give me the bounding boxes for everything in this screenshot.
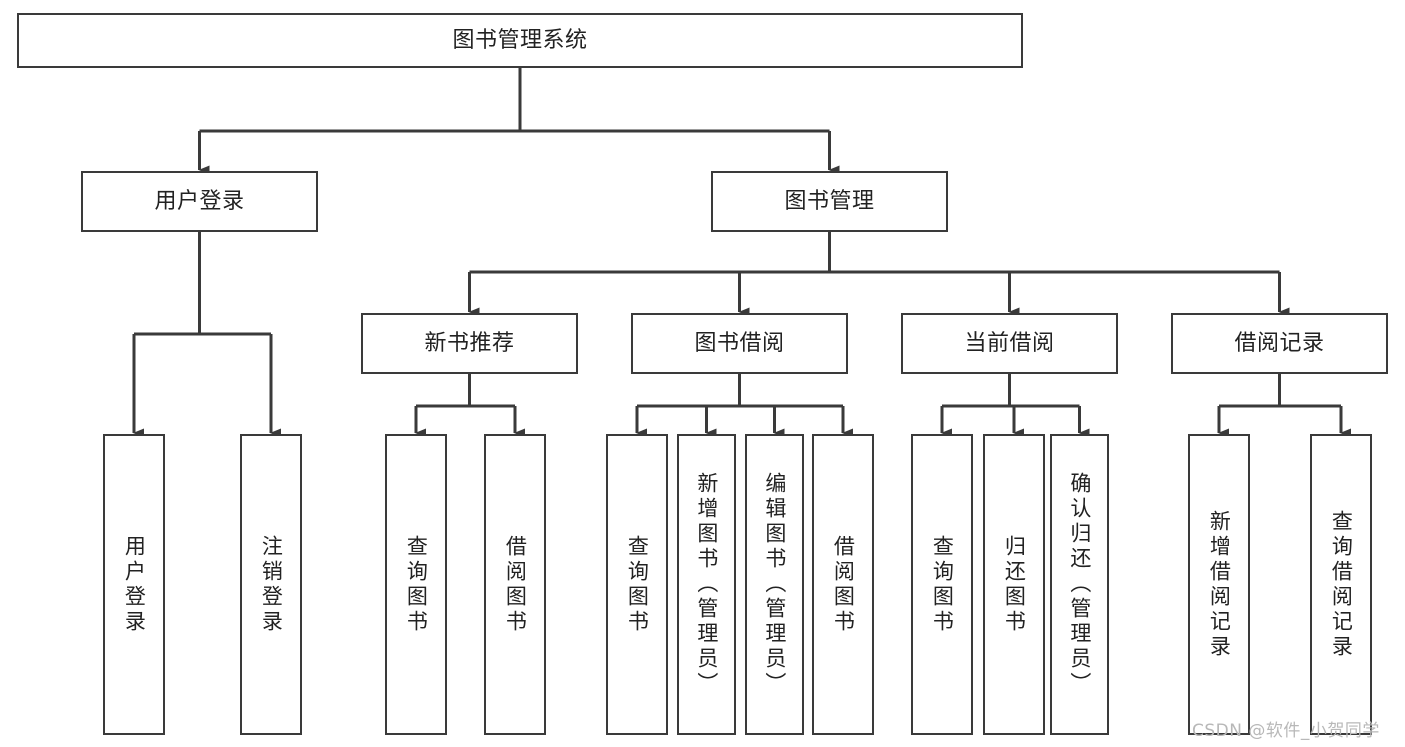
node-label: 新增借阅记录 — [1207, 509, 1232, 660]
node-label: 注销登录 — [259, 534, 284, 635]
node-label: 当前借阅 — [964, 330, 1055, 356]
node-leaf-query-record[interactable]: 查询借阅记录 — [1310, 434, 1372, 735]
node-book-borrow[interactable]: 图书借阅 — [631, 313, 848, 374]
node-borrow-record[interactable]: 借阅记录 — [1171, 313, 1388, 374]
node-root-system[interactable]: 图书管理系统 — [17, 13, 1023, 68]
node-label: 查询图书 — [930, 534, 955, 635]
node-label: 查询借阅记录 — [1329, 509, 1354, 660]
node-label: 图书管理 — [784, 188, 875, 214]
node-label: 用户登录 — [122, 534, 147, 635]
node-leaf-borrow-book-a[interactable]: 借阅图书 — [484, 434, 546, 735]
node-leaf-user-login[interactable]: 用户登录 — [103, 434, 165, 735]
node-label: 查询图书 — [625, 534, 650, 635]
node-leaf-logout-login[interactable]: 注销登录 — [240, 434, 302, 735]
node-label: 图书管理系统 — [452, 27, 588, 53]
node-label: 借阅记录 — [1234, 330, 1325, 356]
node-leaf-query-book-b[interactable]: 查询图书 — [606, 434, 668, 735]
node-label: 查询图书 — [404, 534, 429, 635]
node-book-management[interactable]: 图书管理 — [711, 171, 948, 232]
node-label: 新增图书（管理员） — [694, 472, 719, 697]
node-leaf-query-book-a[interactable]: 查询图书 — [385, 434, 447, 735]
node-leaf-borrow-book-b[interactable]: 借阅图书 — [812, 434, 874, 735]
node-leaf-add-book[interactable]: 新增图书（管理员） — [677, 434, 736, 735]
node-leaf-add-record[interactable]: 新增借阅记录 — [1188, 434, 1250, 735]
node-label: 借阅图书 — [831, 534, 856, 635]
node-label: 图书借阅 — [694, 330, 785, 356]
node-label: 用户登录 — [154, 188, 245, 214]
node-leaf-edit-book[interactable]: 编辑图书（管理员） — [745, 434, 804, 735]
node-leaf-query-book-c[interactable]: 查询图书 — [911, 434, 973, 735]
node-new-book-recommend[interactable]: 新书推荐 — [361, 313, 578, 374]
node-label: 确认归还（管理员） — [1067, 472, 1092, 697]
node-current-borrow[interactable]: 当前借阅 — [901, 313, 1118, 374]
node-label: 归还图书 — [1002, 534, 1027, 635]
node-label: 编辑图书（管理员） — [762, 472, 787, 697]
node-leaf-confirm-return[interactable]: 确认归还（管理员） — [1050, 434, 1109, 735]
node-user-login[interactable]: 用户登录 — [81, 171, 318, 232]
csdn-watermark: CSDN @软件_小贺同学 — [1192, 721, 1380, 741]
node-leaf-return-book[interactable]: 归还图书 — [983, 434, 1045, 735]
node-label: 借阅图书 — [503, 534, 528, 635]
node-label: 新书推荐 — [424, 330, 515, 356]
